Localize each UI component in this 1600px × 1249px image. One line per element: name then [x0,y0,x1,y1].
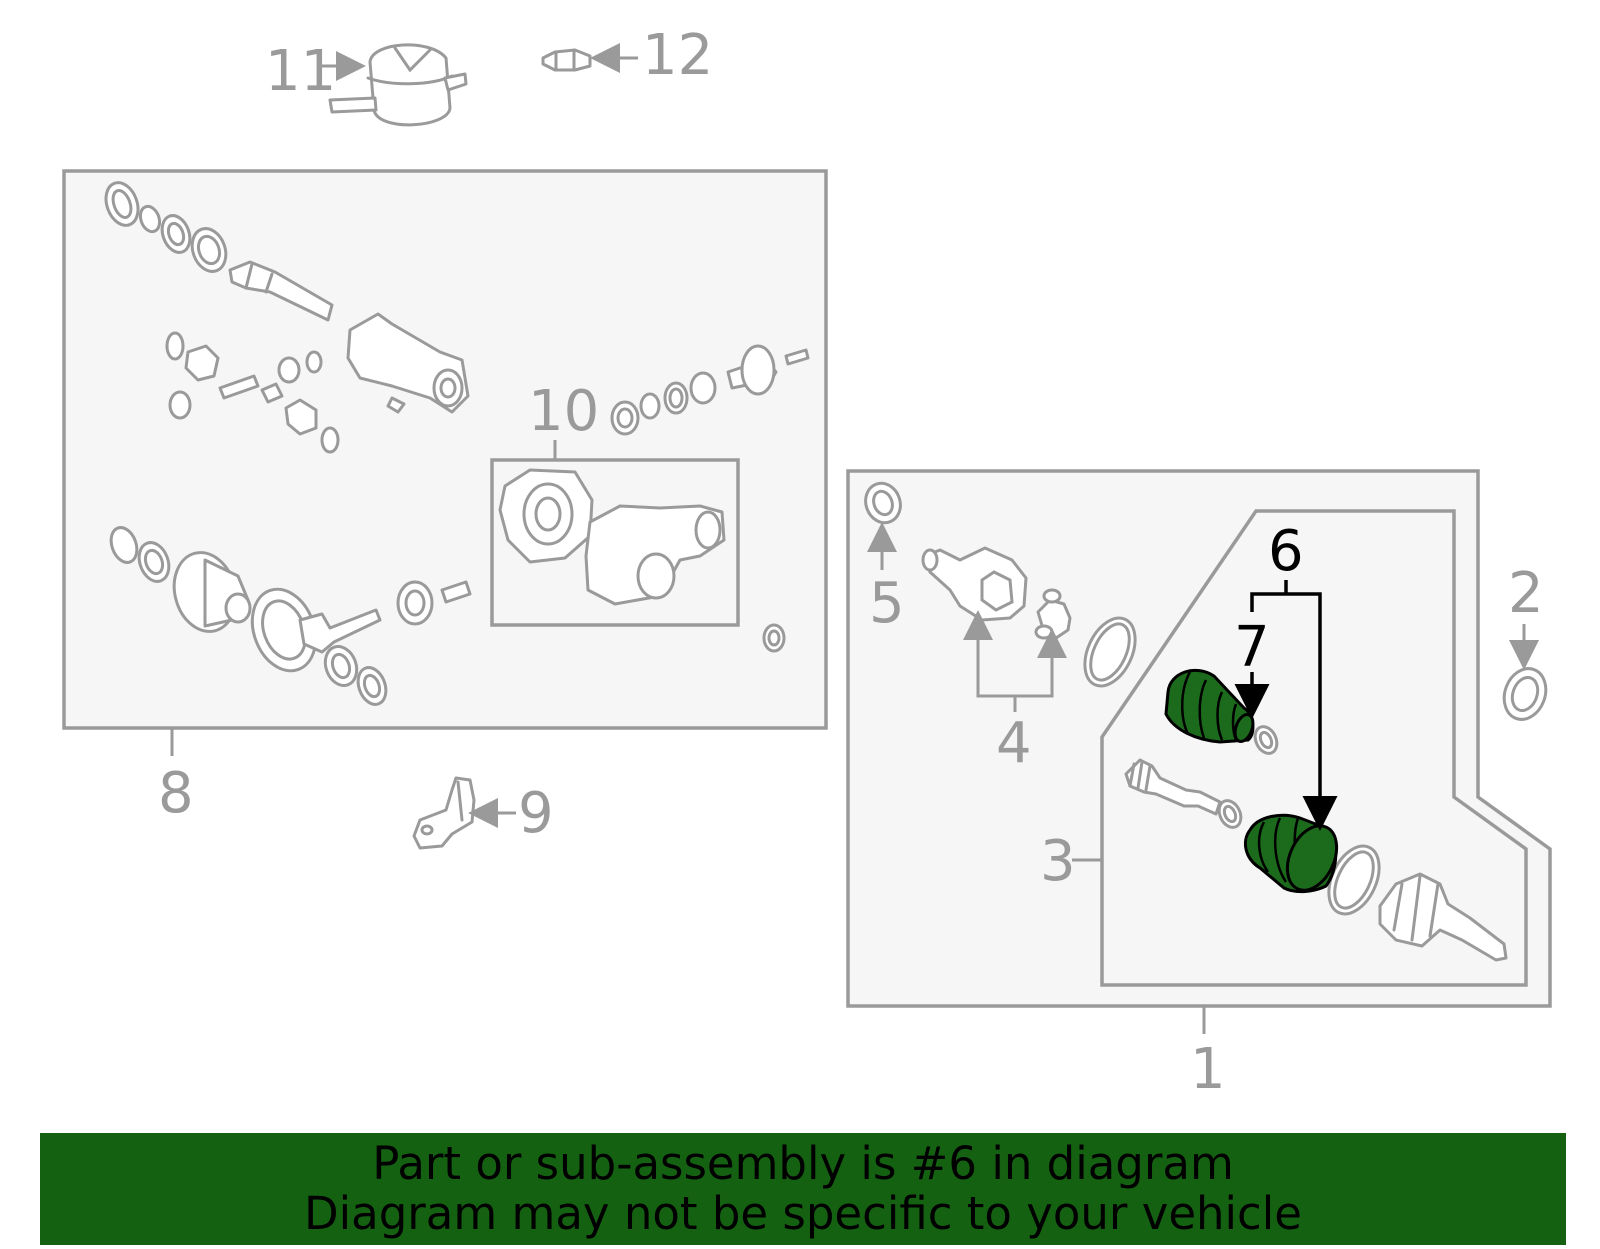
callout-8: 8 [158,761,194,826]
seal-part-2 [1502,667,1548,721]
carrier-part-10 [498,468,726,606]
clamp-ring [1083,616,1137,688]
callout-2: 2 [1508,561,1544,626]
bracket-part-9 [412,776,476,850]
callout-4: 4 [996,711,1032,776]
half-shaft-box [1100,509,1528,987]
boot-part-6 [1243,813,1339,894]
differential-assembly-box [62,169,828,730]
callout-10: 10 [528,379,599,444]
callout-11: 11 [265,39,336,104]
leader-6-7 [1234,580,1338,831]
callout-9: 9 [518,781,554,846]
cover-part-11 [328,43,468,127]
callout-7: 7 [1234,615,1270,680]
info-banner: Part or sub-assembly is #6 in diagram Di… [40,1133,1566,1245]
plug-part-12 [541,48,592,72]
callout-3: 3 [1040,829,1076,894]
seal-part-5 [864,481,902,525]
callout-12: 12 [642,23,713,88]
banner-line-1: Part or sub-assembly is #6 in diagram [372,1137,1234,1190]
banner-line-2: Diagram may not be specific to your vehi… [304,1187,1302,1240]
boot-part-7 [1164,668,1255,744]
callout-6: 6 [1268,519,1304,584]
differential-components [104,181,810,706]
callout-5: 5 [869,571,905,636]
callout-1: 1 [1190,1037,1226,1102]
half-shaft-part-3 [1124,725,1508,962]
